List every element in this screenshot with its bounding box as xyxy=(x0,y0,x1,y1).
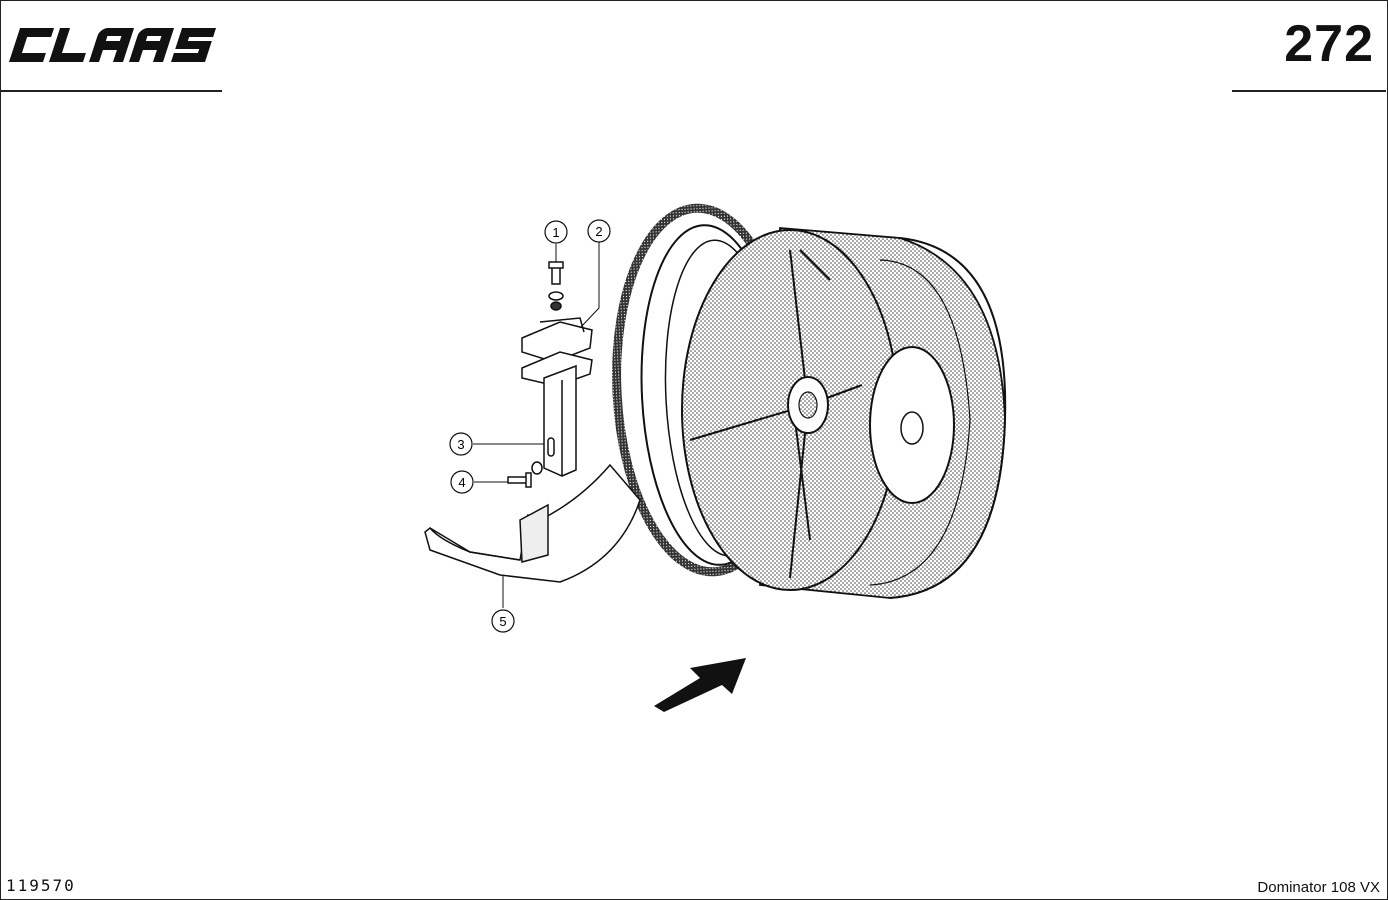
header-rule-right xyxy=(1232,90,1386,92)
svg-text:4: 4 xyxy=(458,475,465,490)
svg-text:3: 3 xyxy=(457,437,464,452)
callout-5: 5 xyxy=(491,609,515,633)
callout-3: 3 xyxy=(449,432,473,456)
header-rule-left xyxy=(0,90,222,92)
claas-logo xyxy=(9,28,217,62)
svg-text:1: 1 xyxy=(552,225,559,240)
bracket-assembly xyxy=(424,261,641,583)
model-name: Dominator 108 VX xyxy=(1257,879,1380,896)
svg-text:2: 2 xyxy=(595,224,602,239)
drawing-number: 119570 xyxy=(6,876,76,895)
callout-2: 2 xyxy=(587,219,611,243)
page-number: 272 xyxy=(1284,15,1374,73)
rotary-screen-drum xyxy=(612,203,1007,599)
svg-text:5: 5 xyxy=(499,614,506,629)
callout-1: 1 xyxy=(544,220,568,244)
direction-arrow-icon xyxy=(654,658,746,712)
callout-4: 4 xyxy=(450,470,474,494)
